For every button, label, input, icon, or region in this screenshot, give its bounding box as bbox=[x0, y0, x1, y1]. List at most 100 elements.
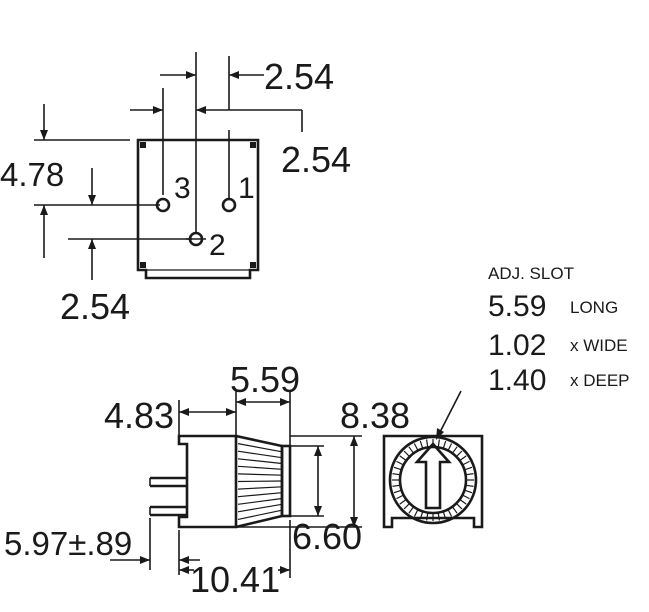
arrowhead bbox=[153, 106, 163, 114]
knurl-line bbox=[237, 509, 283, 520]
arrowhead bbox=[179, 556, 189, 564]
side-view-housing bbox=[177, 434, 238, 529]
rotor-tooth bbox=[419, 511, 424, 520]
arrowhead bbox=[236, 398, 246, 406]
knurl-line bbox=[237, 497, 283, 505]
knurl-line bbox=[237, 450, 283, 459]
rotor-tooth bbox=[442, 440, 447, 449]
corner-mark bbox=[140, 262, 146, 268]
arrowhead bbox=[229, 71, 239, 79]
dim-body-depth: 4.83 bbox=[104, 395, 174, 436]
knurl-line bbox=[237, 473, 283, 476]
rotor-tooth bbox=[447, 509, 453, 517]
adj-slot-length-value: 5.59 bbox=[488, 290, 546, 323]
adj-slot-title: ADJ. SLOT bbox=[488, 264, 574, 283]
arrowhead bbox=[179, 408, 189, 416]
dim-knob-length: 5.59 bbox=[230, 359, 300, 400]
rotor-tooth bbox=[447, 443, 453, 451]
rotor-tooth bbox=[459, 455, 467, 462]
rotor-tooth bbox=[392, 484, 401, 487]
rotor-tooth bbox=[462, 460, 470, 466]
dim-height-side-view: 8.38 bbox=[340, 395, 410, 436]
corner-mark bbox=[250, 142, 256, 148]
arrowhead bbox=[40, 205, 48, 215]
knurl-line bbox=[237, 480, 283, 483]
knurl-line bbox=[237, 458, 283, 465]
rotor-tooth bbox=[465, 473, 474, 476]
rotor-tooth bbox=[451, 506, 458, 514]
adj-slot-depth-unit: x DEEP bbox=[570, 371, 630, 390]
adj-slot-width-unit: x WIDE bbox=[570, 336, 628, 355]
adj-slot-depth-value: 1.40 bbox=[488, 364, 546, 397]
dim-pin-pitch-top: 2.54 bbox=[264, 56, 334, 97]
rotor-tooth bbox=[413, 443, 419, 451]
rotor-tooth bbox=[437, 512, 440, 521]
front-view-body bbox=[382, 434, 484, 529]
arrowhead bbox=[280, 566, 290, 574]
knurl-line bbox=[237, 465, 283, 470]
rotor-tooth bbox=[464, 466, 473, 471]
corner-mark bbox=[140, 142, 146, 148]
corner-mark bbox=[250, 262, 256, 268]
dim-height-top-view: 4.78 bbox=[0, 156, 64, 193]
adj-slot-length-unit: LONG bbox=[570, 298, 618, 317]
arrowhead bbox=[88, 195, 96, 205]
rotor-tooth bbox=[408, 446, 415, 454]
knurl-line bbox=[237, 492, 283, 498]
pin-1-hole bbox=[221, 197, 237, 213]
rotor-tooth bbox=[426, 439, 429, 448]
pin-label-2: 2 bbox=[209, 229, 226, 262]
rotor-outer-ring bbox=[388, 435, 478, 525]
rotor-tooth bbox=[399, 455, 407, 462]
dim-overall-length: 10.41 bbox=[190, 559, 280, 600]
side-view: 4.83 5.59 8.38 6.60 5.97±.89 1 bbox=[4, 359, 410, 600]
dim-pin-pitch-right: 2.54 bbox=[281, 139, 351, 180]
rotor-tooth bbox=[393, 466, 402, 471]
rotor-tooth bbox=[437, 439, 440, 448]
dim-bottom-top-view: 2.54 bbox=[60, 286, 130, 327]
arrowhead bbox=[40, 130, 48, 140]
dim-knob-diameter: 6.60 bbox=[292, 516, 362, 557]
arrowhead bbox=[140, 556, 150, 564]
rotor-tooth bbox=[442, 511, 447, 520]
rotor-tooth bbox=[396, 460, 404, 466]
knob-cap bbox=[280, 444, 292, 518]
arrowhead bbox=[186, 71, 196, 79]
arrowhead bbox=[314, 506, 322, 516]
arrowhead bbox=[196, 106, 206, 114]
front-view bbox=[382, 390, 484, 529]
pin-label-3: 3 bbox=[174, 172, 191, 205]
rotor-tooth bbox=[465, 484, 474, 487]
rotor-tooth bbox=[459, 498, 467, 505]
rotor-tooth bbox=[419, 440, 424, 449]
arrowhead bbox=[226, 408, 236, 416]
rotor-tooth bbox=[413, 509, 419, 517]
adjustment-slot-note: ADJ. SLOT 5.59 LONG 1.02 x WIDE 1.40 x D… bbox=[488, 264, 630, 397]
knob-knurl bbox=[237, 443, 283, 520]
rotor-tooth bbox=[462, 494, 470, 500]
knurl-line bbox=[237, 486, 283, 490]
rotor-tooth bbox=[464, 489, 473, 494]
arrowhead bbox=[88, 239, 96, 249]
knurl-line bbox=[237, 503, 283, 513]
rotor-tooth bbox=[396, 494, 404, 500]
top-view-body bbox=[136, 138, 260, 280]
adj-slot-width-value: 1.02 bbox=[488, 329, 546, 362]
rotor-tooth bbox=[392, 473, 401, 476]
rotor-inner-ring bbox=[398, 445, 468, 515]
arrowhead bbox=[280, 398, 290, 406]
rotor-tooth bbox=[451, 446, 458, 454]
adj-slot-leader bbox=[437, 390, 462, 437]
rotor-tooth bbox=[426, 512, 429, 521]
rotor-tooth bbox=[399, 498, 407, 505]
rotor-tooth bbox=[393, 489, 402, 494]
arrowhead bbox=[436, 428, 444, 440]
pin-3-hole bbox=[155, 197, 171, 213]
arrowhead bbox=[179, 566, 189, 574]
knurl-line bbox=[237, 443, 283, 453]
pin-label-1: 1 bbox=[238, 172, 255, 205]
dim-lead-length: 5.97±.89 bbox=[4, 525, 132, 562]
arrowhead bbox=[350, 517, 358, 527]
arrowhead bbox=[350, 436, 358, 446]
